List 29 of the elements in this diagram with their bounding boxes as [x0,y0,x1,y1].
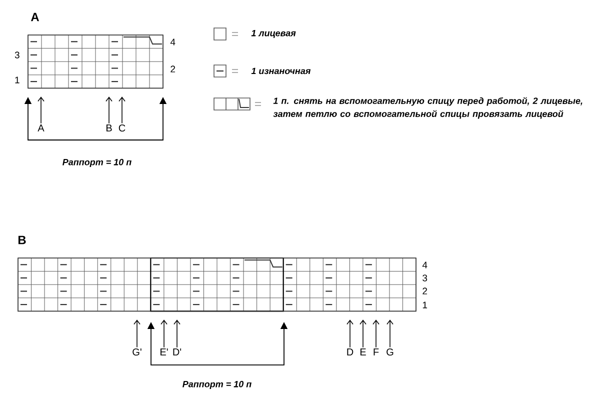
stitch-letter: G' [132,348,142,356]
stitch-letter: E' [160,348,168,356]
legend-text: 1 лицевая [251,30,296,38]
arrow [160,320,168,348]
chart-title: B [18,236,26,244]
arrow [346,320,354,348]
stitch-letter: D' [173,348,182,356]
arrow [134,320,140,348]
arrow [360,320,366,348]
chart-title: A [30,12,40,22]
arrow [38,96,44,124]
legend-text: 1 п. снять на вспомогательную спицу перед работой, 2 лицевые, затем петлю со вспомогательной спицы провязать лицевой [273,97,582,119]
stitch-letter: C [118,124,126,132]
legend-text: 1 изнаночная [251,68,311,74]
stitch-letter: E [360,348,366,356]
stitch-letter: B [106,124,112,132]
arrow [174,320,180,348]
repeat-label: Раппорт = 10 п [62,158,132,168]
knitting-chart-drawing [18,257,416,312]
arrow [372,320,380,348]
stitch-letter: F [374,348,379,356]
stitch-letter: D [347,348,354,356]
arrow [118,96,126,124]
arrow [386,320,394,348]
stitch-letter: G [386,348,394,356]
stitch-letter: A [38,124,44,132]
repeat-label: Раппорт = 10 п [182,380,252,390]
knitting-chart-drawing [28,34,164,89]
arrow [106,96,112,124]
